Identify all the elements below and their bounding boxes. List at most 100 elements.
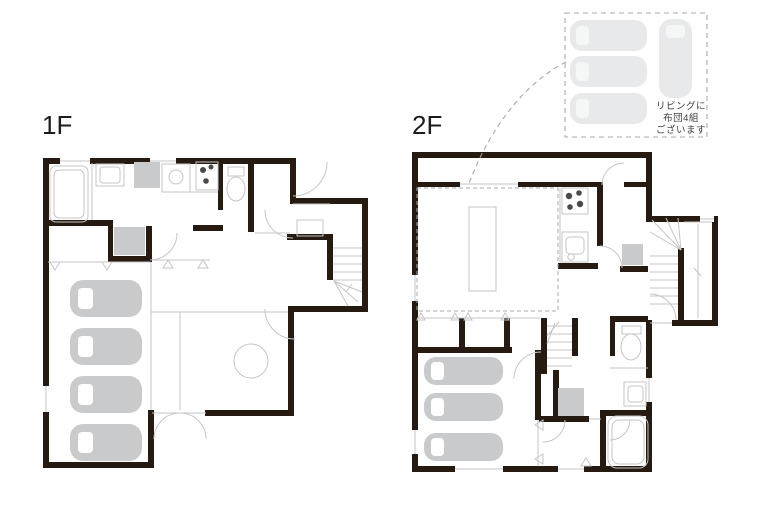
futon xyxy=(424,393,503,421)
wall xyxy=(610,316,615,356)
bathtub-outline xyxy=(607,415,649,469)
wall xyxy=(108,220,113,262)
pillow xyxy=(431,438,444,456)
shoe-cabinet-icon xyxy=(296,219,324,237)
wall xyxy=(712,216,718,326)
wall xyxy=(43,462,154,468)
stair-tread xyxy=(333,280,349,307)
futons-2f xyxy=(424,357,503,461)
wall xyxy=(610,316,648,322)
washing-machine-icon xyxy=(134,162,160,188)
stairs-2f-annex xyxy=(649,217,712,318)
wall xyxy=(572,318,578,356)
wall xyxy=(646,216,718,222)
floor-label-2f: 2F xyxy=(412,110,442,140)
wall xyxy=(459,318,465,351)
futon-body xyxy=(424,393,503,421)
futon xyxy=(424,433,503,461)
door-arc xyxy=(149,232,178,261)
wall xyxy=(193,225,223,231)
opening-marks-1f xyxy=(49,259,209,271)
door-arc xyxy=(179,412,207,440)
wall xyxy=(624,182,650,187)
wall xyxy=(539,416,589,422)
wall xyxy=(412,466,652,472)
toilet-tank xyxy=(621,325,642,335)
wall xyxy=(504,318,510,351)
windows-1f xyxy=(43,158,176,412)
kitchen-sink-icon-2f xyxy=(561,231,589,263)
door-arc xyxy=(264,308,296,340)
pillow xyxy=(431,398,444,416)
door-arc xyxy=(153,412,181,440)
washbasin-icon xyxy=(95,163,125,187)
wall xyxy=(597,182,603,246)
round-table-icon xyxy=(233,343,269,379)
burner xyxy=(203,178,209,184)
stairs-2f-middle xyxy=(546,321,572,367)
opening-mark xyxy=(534,453,544,465)
door-arc xyxy=(601,162,625,186)
stairs-1f xyxy=(333,247,363,307)
pillow xyxy=(576,99,589,118)
opening-mark xyxy=(450,311,460,321)
door-arc xyxy=(292,161,328,197)
wall xyxy=(108,256,152,262)
wall xyxy=(218,158,223,210)
opening-mark xyxy=(416,311,426,321)
door-arc xyxy=(599,245,623,269)
futon xyxy=(70,280,142,317)
stair-tread xyxy=(665,217,682,251)
bathtub-icon xyxy=(49,165,89,223)
pillow xyxy=(78,288,93,309)
callout-note-line-3: ございます xyxy=(656,124,706,136)
floor-plan-2f: 2F xyxy=(412,110,718,472)
wall xyxy=(362,198,368,312)
wall xyxy=(558,263,598,269)
burner xyxy=(200,167,206,173)
futon-body xyxy=(570,93,647,124)
opening-mark xyxy=(49,261,61,271)
futon xyxy=(70,328,142,365)
toilet-bowl xyxy=(620,333,642,361)
opening-mark xyxy=(580,457,592,467)
wall xyxy=(288,306,294,416)
wall xyxy=(290,306,368,312)
stove-outline xyxy=(561,187,589,215)
wall xyxy=(290,198,368,204)
washbasin-bowl xyxy=(99,166,121,184)
door-arcs-1f xyxy=(149,161,328,440)
futon xyxy=(70,424,142,461)
stove-outline xyxy=(195,161,219,191)
callout-futon-vertical xyxy=(659,19,692,98)
stove-icon xyxy=(195,161,219,191)
wall xyxy=(415,182,460,187)
wall xyxy=(248,158,254,232)
wall xyxy=(327,240,333,280)
living-table-icon xyxy=(468,206,497,292)
bathtub-inner xyxy=(53,169,85,219)
door-arc xyxy=(264,209,294,239)
callout-note-line-2: 布団4組 xyxy=(663,112,699,124)
pillow xyxy=(78,384,93,405)
wall xyxy=(535,350,541,420)
wall xyxy=(205,410,294,416)
door-arc xyxy=(542,419,566,443)
stair-tread xyxy=(677,217,682,251)
washbasin-outline xyxy=(623,381,647,407)
bathtub-icon-2f xyxy=(607,415,649,469)
futons-1f xyxy=(70,280,142,461)
pillow xyxy=(576,26,589,45)
toilet-icon xyxy=(226,166,246,202)
sink-bowl xyxy=(565,236,585,255)
closet-box xyxy=(622,244,643,265)
opening-mark xyxy=(162,259,174,269)
futon-body xyxy=(570,56,647,87)
stair-tread xyxy=(651,219,682,251)
opening-mark xyxy=(197,259,209,269)
wall xyxy=(600,410,648,416)
toilet-bowl xyxy=(226,176,246,202)
stair-tread xyxy=(649,231,682,251)
pillow xyxy=(78,432,93,453)
door-arc xyxy=(513,351,542,380)
